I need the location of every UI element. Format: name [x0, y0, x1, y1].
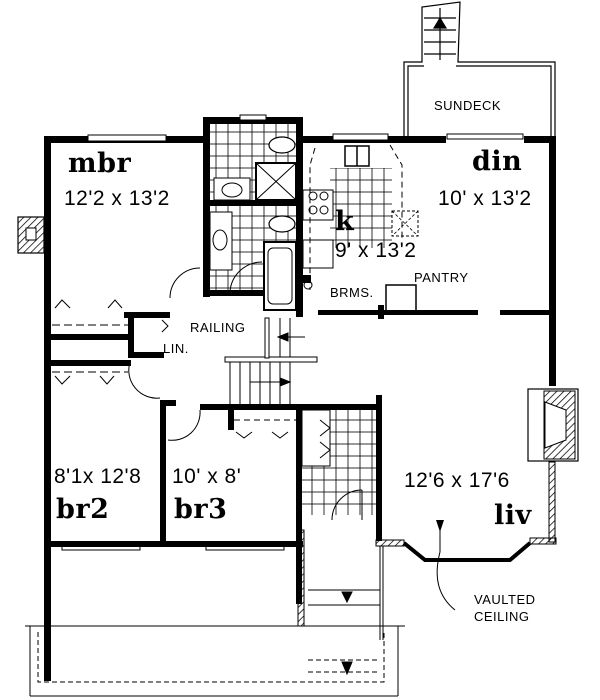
sundeck [403, 1, 556, 137]
room-name-bedroom-2: br2 [56, 494, 110, 525]
room-name-master-bedroom: mbr [68, 148, 132, 179]
label-broom-closet: BRMS. [330, 285, 374, 300]
room-dims-master-bedroom: 12'2 x 13'2 [64, 187, 170, 210]
room-dims-bedroom-2: 8'1x 12'8 [54, 465, 142, 488]
room-dims-living: 12'6 x 17'6 [404, 469, 510, 492]
closets [52, 299, 296, 441]
label-sundeck: SUNDECK [434, 98, 502, 113]
room-dims-bedroom-3: 10' x 8' [172, 465, 242, 488]
living-room-walls [375, 388, 579, 611]
room-dims-dining: 10' x 13'2 [438, 187, 532, 210]
kitchen-fixtures [302, 144, 419, 314]
front-porch [25, 529, 405, 697]
room-dims-kitchen: 9' x 13'2 [335, 239, 417, 262]
room-name-living: liv [494, 500, 532, 531]
label-ceiling: CEILING [474, 609, 530, 624]
label-linen: LIN. [163, 341, 189, 356]
room-name-dining: din [472, 146, 523, 177]
chimney-mbr [17, 216, 45, 254]
staircase [224, 317, 318, 404]
room-name-bedroom-3: br3 [174, 494, 228, 525]
interior-walls [51, 305, 556, 604]
label-vaulted: VAULTED [474, 592, 536, 607]
label-pantry: PANTRY [414, 270, 469, 285]
label-railing: RAILING [190, 320, 246, 335]
bathrooms [169, 124, 303, 311]
room-name-kitchen: k [335, 206, 355, 237]
hall-bath [301, 409, 376, 521]
